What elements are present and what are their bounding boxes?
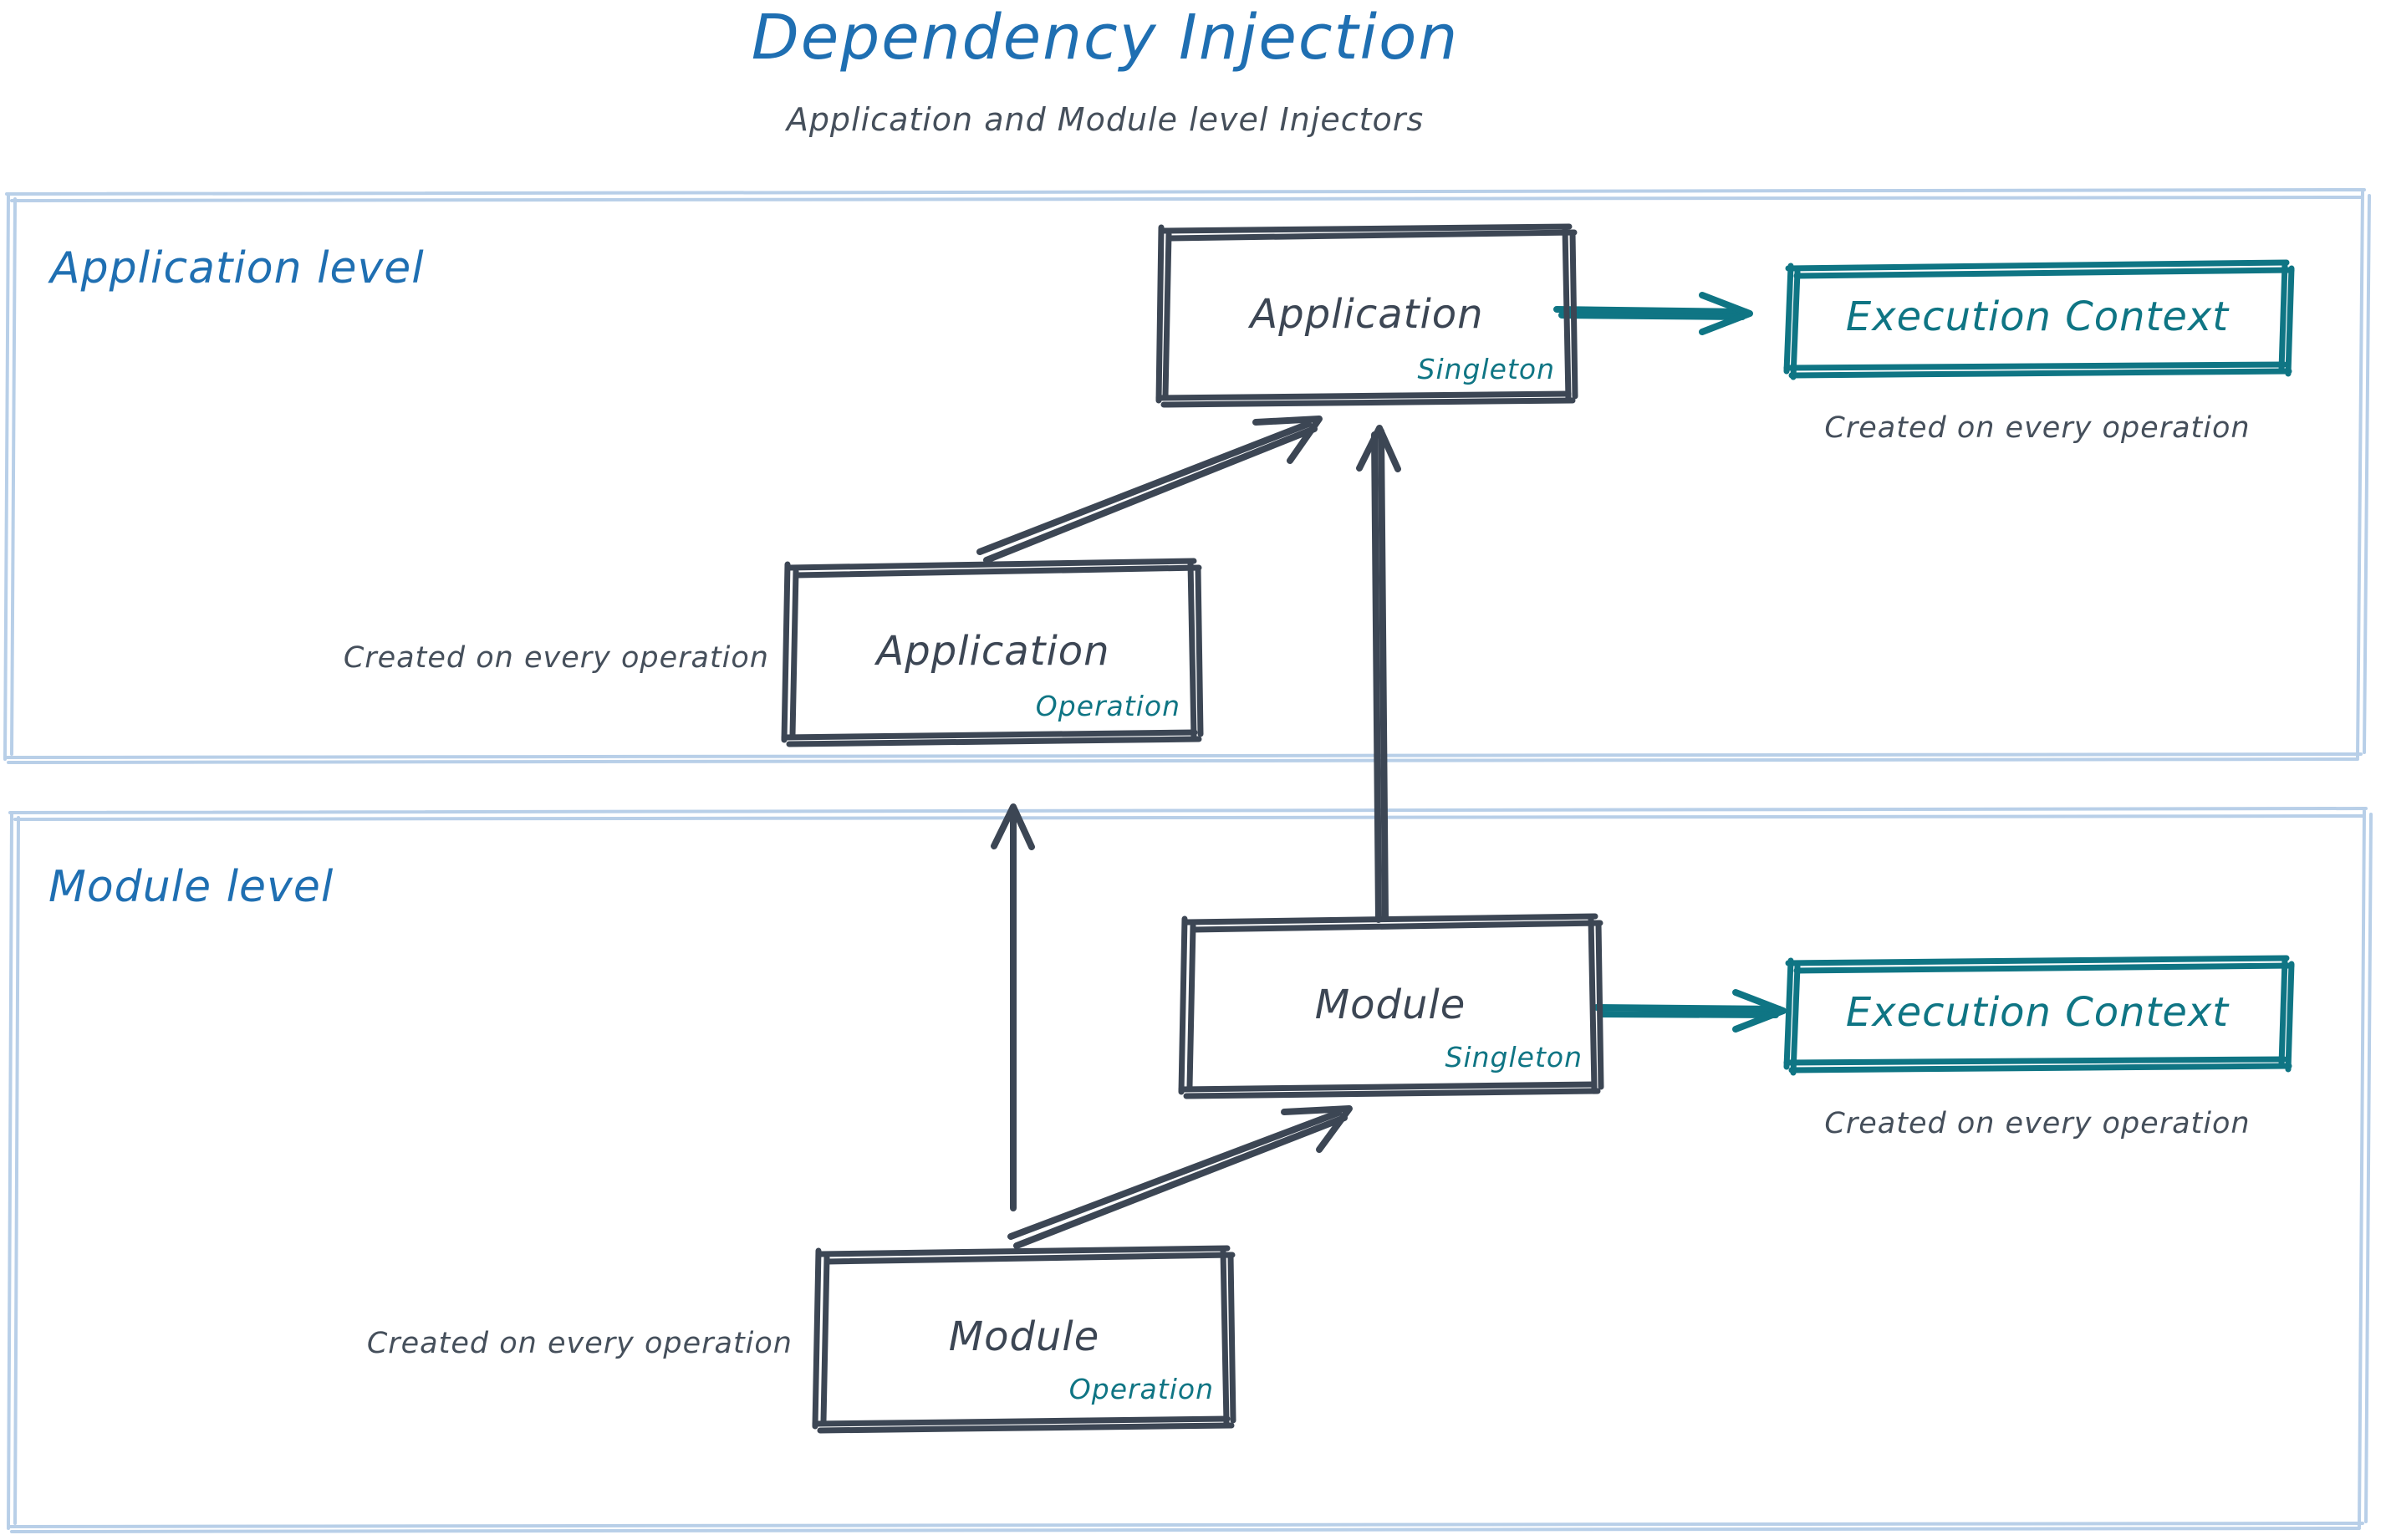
panel-border-application-level bbox=[3, 188, 2371, 764]
box-border-execution-context-application bbox=[1783, 259, 2295, 380]
box-tag-module-operation: Operation bbox=[1068, 1373, 1214, 1405]
caption-application-operation: Created on every operation bbox=[343, 641, 769, 675]
box-border-application-singleton bbox=[1155, 223, 1578, 408]
box-title-application-singleton: Application bbox=[1250, 291, 1484, 338]
edge-module-singleton-to-application-singleton bbox=[1356, 425, 1401, 923]
caption-execution-context-module: Created on every operation bbox=[1824, 1107, 2251, 1140]
caption-execution-context-application: Created on every operation bbox=[1824, 411, 2251, 445]
box-border-execution-context-module bbox=[1783, 955, 2295, 1076]
page-subtitle: Application and Module level Injectors bbox=[786, 101, 1425, 138]
box-border-module-singleton bbox=[1178, 913, 1604, 1099]
box-title-module-singleton: Module bbox=[1314, 982, 1466, 1028]
panel-label-application-level: Application level bbox=[50, 243, 425, 293]
box-tag-application-operation: Operation bbox=[1035, 690, 1180, 722]
edge-module-operation-to-application-operation bbox=[991, 803, 1035, 1211]
panel-border-module-level bbox=[7, 807, 2373, 1533]
edge-module-to-execution-context bbox=[1593, 989, 1787, 1033]
edge-module-operation-to-module-singleton bbox=[1007, 1105, 1353, 1249]
caption-module-operation: Created on every operation bbox=[366, 1327, 793, 1360]
box-title-execution-context-module: Execution Context bbox=[1845, 989, 2230, 1036]
box-border-module-operation bbox=[812, 1245, 1236, 1434]
edge-application-to-execution-context bbox=[1553, 292, 1753, 335]
box-title-execution-context-application: Execution Context bbox=[1845, 293, 2230, 340]
box-title-application-operation: Application bbox=[876, 628, 1110, 675]
edge-application-operation-to-application-singleton bbox=[976, 416, 1323, 563]
box-tag-module-singleton: Singleton bbox=[1445, 1041, 1583, 1073]
box-title-module-operation: Module bbox=[948, 1313, 1100, 1360]
box-border-application-operation bbox=[781, 558, 1204, 747]
panel-label-module-level: Module level bbox=[48, 862, 334, 912]
box-tag-application-singleton: Singleton bbox=[1417, 353, 1555, 385]
page-title: Dependency Injection bbox=[751, 2, 1460, 74]
